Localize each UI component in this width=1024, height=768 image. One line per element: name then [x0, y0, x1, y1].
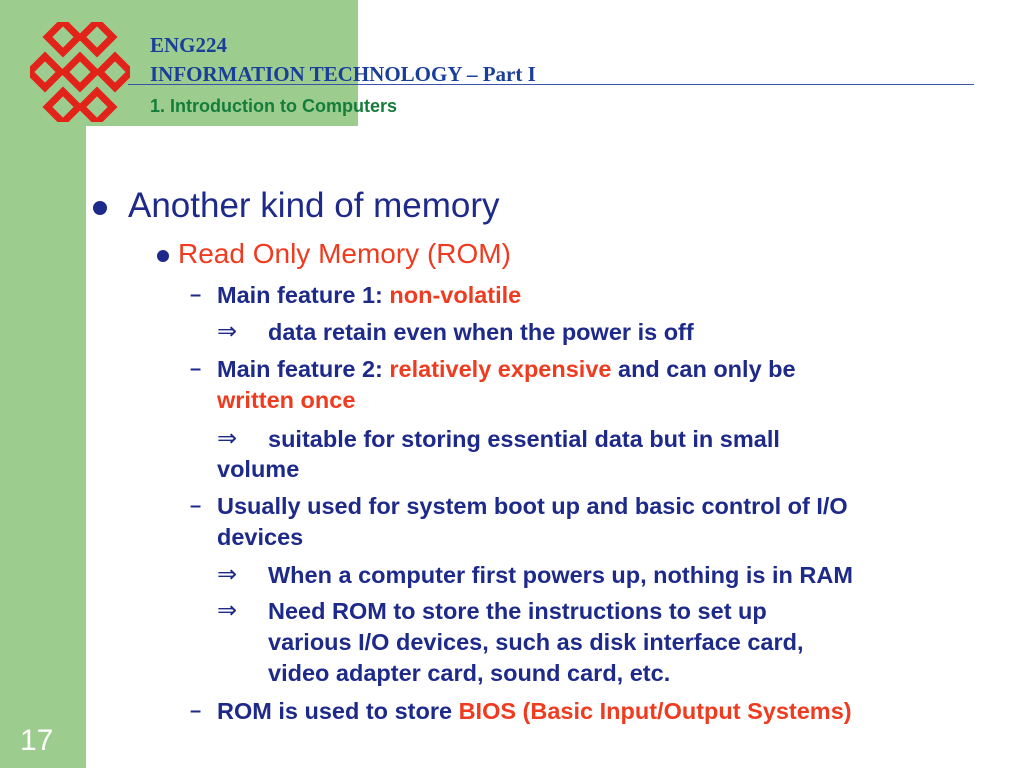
- usage-note-2-line-2: various I/O devices, such as disk interf…: [268, 629, 804, 655]
- usage-line-2: devices: [217, 524, 304, 550]
- feature-1-item: Main feature 1: non-volatile: [217, 282, 521, 309]
- feature-2-note-line-1: suitable for storing essential data but …: [268, 426, 780, 452]
- usage-line-1: Usually used for system boot up and basi…: [217, 493, 848, 519]
- implies-arrow-icon: ⇒: [217, 560, 238, 588]
- implies-arrow-icon: ⇒: [217, 424, 238, 452]
- slide-heading: Another kind of memory: [128, 186, 500, 225]
- bios-highlight: BIOS (Basic Input/Output Systems): [458, 698, 852, 724]
- feature-2-highlight-2: written once: [217, 387, 356, 413]
- slide-subheading: Read Only Memory (ROM): [178, 238, 511, 269]
- course-title: INFORMATION TECHNOLOGY – Part I: [150, 62, 536, 86]
- chapter-title: 1. Introduction to Computers: [150, 96, 397, 116]
- dash-bullet: –: [190, 495, 202, 517]
- usage-note-2-line-1: Need ROM to store the instructions to se…: [268, 598, 767, 624]
- usage-note-2-line-3: video adapter card, sound card, etc.: [268, 660, 671, 686]
- feature-2-note-line-2: volume: [217, 456, 300, 482]
- bullet-dot: [93, 201, 107, 215]
- university-logo-icon: [30, 22, 130, 122]
- usage-note-1: When a computer first powers up, nothing…: [268, 562, 853, 588]
- bios-label: ROM is used to store: [217, 698, 459, 724]
- feature-2-highlight-1: relatively expensive: [389, 356, 612, 382]
- feature-2-label: Main feature 2:: [217, 356, 390, 382]
- left-sidebar-band: [0, 0, 86, 768]
- feature-2-item: Main feature 2: relatively expensive and…: [217, 356, 796, 383]
- header-divider: [128, 84, 974, 85]
- course-code: ENG224: [150, 33, 228, 57]
- dash-bullet: –: [190, 700, 202, 722]
- implies-arrow-icon: ⇒: [217, 317, 238, 345]
- feature-1-label: Main feature 1:: [217, 282, 390, 308]
- dash-bullet: –: [190, 284, 202, 306]
- implies-arrow-icon: ⇒: [217, 596, 238, 624]
- header-band: [86, 0, 358, 126]
- slide-number: 17: [20, 724, 54, 757]
- feature-1-note: data retain even when the power is off: [268, 319, 694, 345]
- bios-item: ROM is used to store BIOS (Basic Input/O…: [217, 698, 852, 725]
- feature-2-middle: and can only be: [611, 356, 796, 382]
- dash-bullet: –: [190, 358, 202, 380]
- feature-1-highlight: non-volatile: [389, 282, 522, 308]
- bullet-dot: [157, 250, 169, 262]
